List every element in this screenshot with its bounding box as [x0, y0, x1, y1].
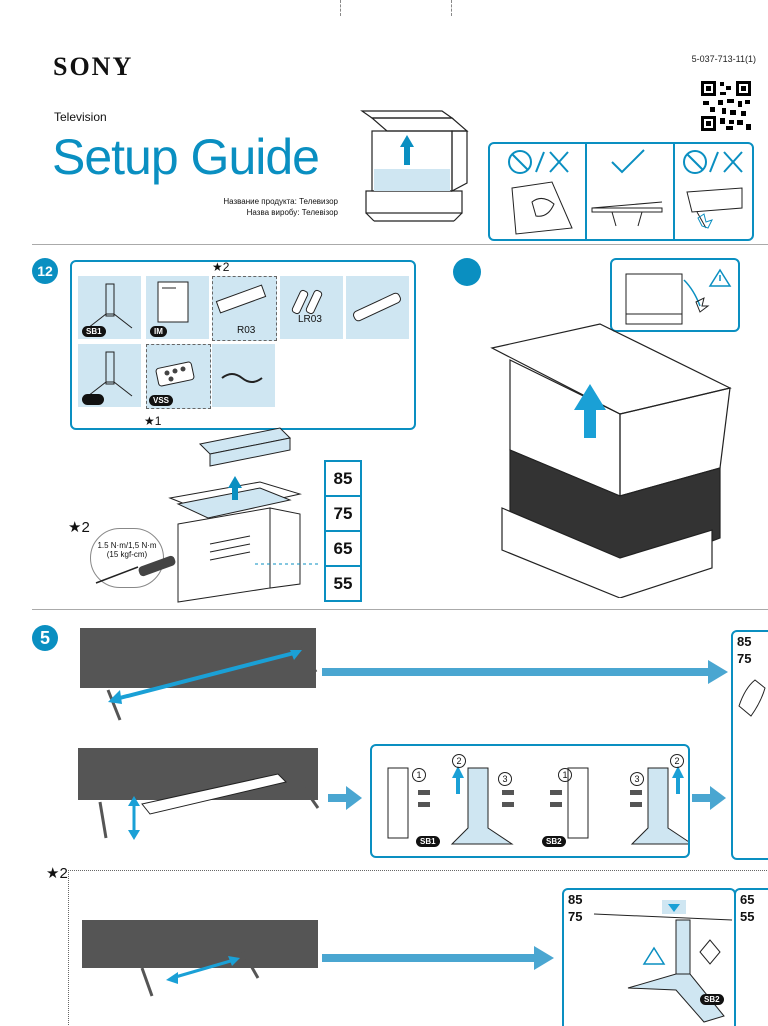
part-screws-vss: VSS	[146, 344, 211, 409]
bottom-dotted-frame	[68, 870, 768, 1025]
divider-2	[32, 609, 768, 610]
short-arrow-1	[328, 786, 362, 810]
badge-sb2-blank	[82, 394, 104, 405]
bottom-size-75: 75	[568, 909, 583, 924]
step-num-3a: 3	[498, 772, 512, 786]
part-manual-im: IM	[146, 276, 209, 339]
long-arrow-1	[322, 660, 728, 684]
screwdriver-icon	[95, 555, 176, 584]
part-number: 5-037-713-11(1)	[691, 54, 756, 64]
crop-mark-left	[340, 0, 341, 16]
size-65: 65	[326, 532, 360, 567]
handling-illustrations	[511, 181, 743, 235]
part-stand-sb2	[78, 344, 141, 407]
long-arrow-2	[322, 946, 554, 970]
bottom-size-65: 65	[740, 892, 755, 907]
bottom-size-85: 85	[568, 892, 583, 907]
short-arrow-2	[692, 786, 726, 810]
tv-unbox-illustration	[490, 323, 732, 598]
part-remote-r03: R03	[212, 276, 277, 341]
right-size-75: 75	[737, 651, 752, 666]
tv-stand-width-illustration	[80, 628, 318, 721]
torque-star: ★2	[68, 519, 90, 536]
step-num-3b: 3	[630, 772, 644, 786]
bottom-right-size-panel: 65 55	[734, 888, 768, 1026]
step-badge-unbox	[453, 258, 481, 286]
parts-panel: SB1 IM ★2 R03 LR03 VSS ★1	[70, 260, 416, 430]
bottom-star: ★2	[46, 865, 68, 882]
torque-value-kgf: (15 kgf-cm)	[106, 550, 148, 559]
step-badge-stand: 5	[32, 625, 58, 651]
label-r03: R03	[237, 325, 256, 336]
product-name-ru: Название продукта: Телевизор	[223, 197, 338, 206]
part-stand-sb1: SB1	[78, 276, 141, 339]
box-lift-illustration	[360, 110, 469, 222]
badge-stand-sb1: SB1	[416, 836, 440, 847]
step-num-2b: 2	[670, 754, 684, 768]
bottom-stand-panel: 85 75 SB2	[562, 888, 736, 1026]
tv-soundbar-illustration	[78, 748, 320, 840]
part-remote-2	[346, 276, 409, 339]
step-num-2a: 2	[452, 754, 466, 768]
step-num-1a: 1	[412, 768, 426, 782]
badge-sb1: SB1	[82, 326, 106, 337]
right-size-panel: 85 75	[731, 630, 768, 860]
part-cable	[212, 344, 275, 407]
star2-marker: ★2	[212, 260, 230, 274]
qr-code-icon	[700, 80, 752, 132]
size-list: 85 75 65 55	[324, 460, 362, 602]
page-title: Setup Guide	[52, 129, 320, 185]
badge-stand-sb2: SB2	[542, 836, 566, 847]
sony-logo: SONY	[53, 52, 134, 81]
badge-bottom-sb2: SB2	[700, 994, 724, 1005]
product-category: Television	[54, 110, 107, 124]
prohibited-icon	[508, 150, 569, 174]
warning-panel	[610, 258, 740, 332]
product-names: Название продукта: Телевизор Назва вироб…	[223, 196, 338, 218]
size-75: 75	[326, 497, 360, 532]
step-badge-parts: 12	[32, 258, 58, 284]
label-lr03: LR03	[298, 314, 322, 325]
part-batteries-lr03: LR03	[280, 276, 343, 339]
prohibited-icon-2	[683, 150, 743, 174]
size-85: 85	[326, 462, 360, 497]
handling-warning-panel	[488, 142, 754, 241]
size-55: 55	[333, 574, 353, 593]
divider-1	[32, 244, 768, 245]
step-num-1b: 1	[558, 768, 572, 782]
product-name-uk: Назва виробу: Телевізор	[246, 208, 338, 217]
torque-value: 1.5 N·m/1,5 N·m	[97, 541, 157, 550]
bottom-size-55: 55	[740, 909, 755, 924]
crop-mark-right	[451, 0, 452, 16]
checkmark-icon	[611, 149, 645, 174]
badge-vss: VSS	[149, 395, 174, 406]
stand-attach-panel: 1 2 3 1 3 2 SB1 SB2	[370, 744, 694, 858]
badge-im: IM	[150, 326, 167, 337]
star1-marker: ★1	[144, 414, 162, 428]
soundbar-box-illustration	[168, 427, 320, 603]
right-size-85: 85	[737, 634, 752, 649]
torque-callout: 1.5 N·m/1,5 N·m (15 kgf-cm)	[90, 528, 164, 588]
tv-narrow-stand-illustration	[82, 920, 318, 997]
